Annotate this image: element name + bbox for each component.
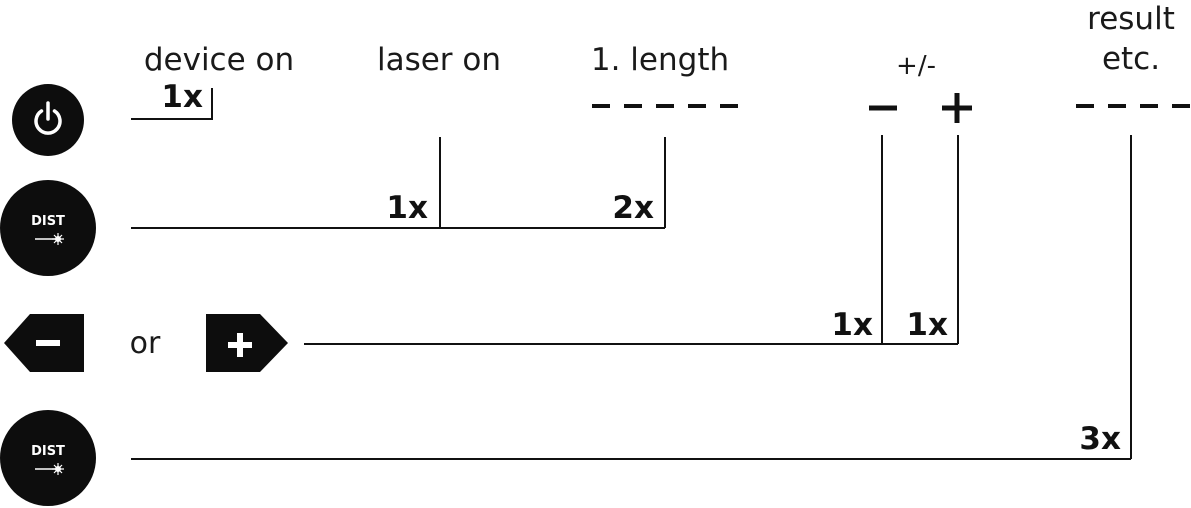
- laser-icon: [35, 233, 64, 245]
- header-result: result: [1087, 1, 1175, 37]
- header-etc: etc.: [1102, 41, 1160, 77]
- header-plus-minus: +/-: [896, 51, 936, 81]
- dist-label-top: DIST: [31, 214, 65, 229]
- laser-icon: [35, 463, 64, 475]
- count-minus: 1x: [831, 307, 873, 343]
- count-device-on: 1x: [161, 79, 203, 115]
- header-device-on: device on: [144, 42, 294, 78]
- power-button[interactable]: [12, 84, 84, 156]
- plus-icon: [228, 333, 252, 357]
- plus-button[interactable]: [206, 314, 288, 372]
- minus-button[interactable]: [4, 314, 84, 372]
- count-result: 3x: [1079, 421, 1121, 457]
- dist-button-bottom[interactable]: DIST: [0, 410, 96, 506]
- count-first-length: 2x: [612, 190, 654, 226]
- count-laser-on: 1x: [386, 190, 428, 226]
- header-first-length: 1. length: [591, 42, 729, 78]
- header-laser-on: laser on: [377, 42, 501, 78]
- dist-button-top[interactable]: DIST: [0, 180, 96, 276]
- power-icon: [34, 101, 62, 135]
- line-device-on: [131, 88, 213, 120]
- or-label: or: [130, 326, 161, 361]
- count-plus: 1x: [906, 307, 948, 343]
- dist-label-bottom: DIST: [31, 444, 65, 459]
